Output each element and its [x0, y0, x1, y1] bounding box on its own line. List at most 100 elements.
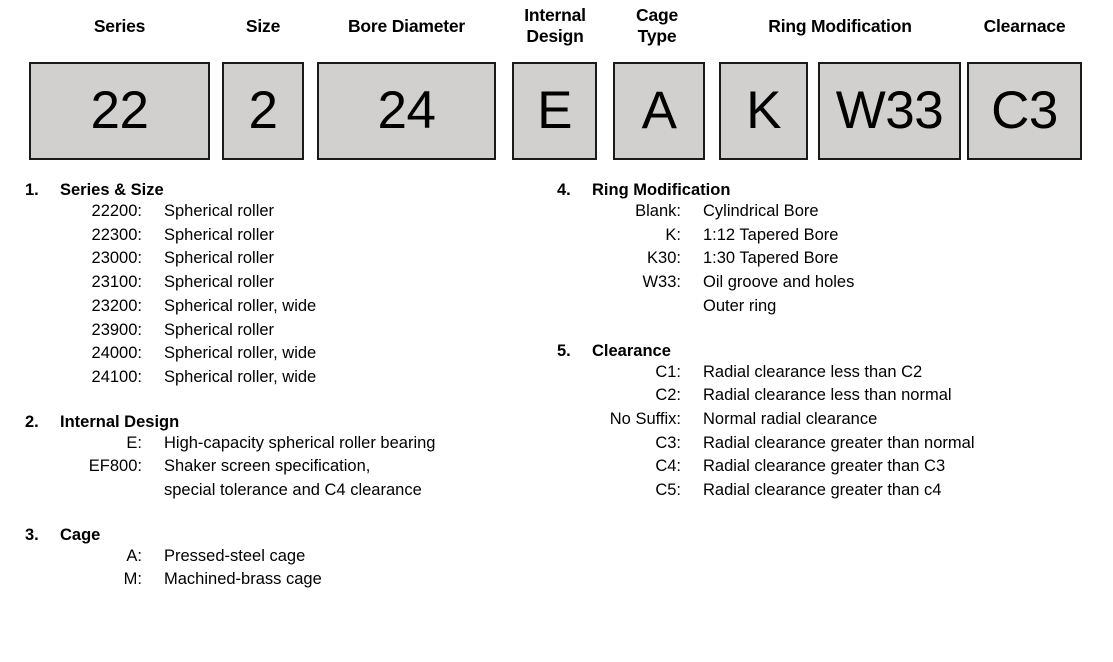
- legend-row-code: 23000:: [91, 249, 142, 268]
- legend-row: E: High-capacity spherical roller bearin…: [25, 432, 545, 456]
- legend-row-code: K:: [665, 225, 681, 244]
- bearing-code-diagram: Series 22 Size 2 Bore Diameter 24 Intern…: [0, 0, 1113, 180]
- segment-box-cage-type: A: [613, 62, 705, 160]
- legend-group-heading: 3. Cage: [25, 525, 545, 545]
- legend-row-desc: Spherical roller: [164, 202, 275, 220]
- segment-label-cage-type-line1: Cage: [636, 5, 678, 25]
- legend-row-code: C2:: [655, 386, 681, 405]
- legend-row-desc: Oil groove and holes: [703, 273, 855, 292]
- legend-row-desc: Spherical roller: [164, 273, 275, 292]
- legend-group-title: Series & Size: [60, 181, 164, 199]
- legend-group-clearance: 5. Clearance C1: Radial clearance less t…: [557, 341, 1097, 503]
- segment-value-size: 2: [248, 80, 278, 140]
- legend-row-code: E:: [126, 433, 142, 452]
- legend-group-heading: 4. Ring Modification: [557, 180, 1097, 200]
- legend-row-desc: Spherical roller: [164, 320, 275, 339]
- segment-box-ring-mod-k: K: [719, 62, 808, 160]
- legend-row: C5: Radial clearance greater than c4: [557, 479, 1097, 503]
- segment-label-series-text: Series: [93, 16, 146, 36]
- legend-row-desc: Radial clearance less than C2: [703, 362, 923, 381]
- segment-value-ring-mod-k: K: [746, 80, 781, 140]
- legend-group-series-and-size: 1. Series & Size 22200: Spherical roller…: [25, 180, 545, 390]
- legend-row: K: 1:12 Tapered Bore: [557, 224, 1097, 248]
- legend-group-ring-modification: 4. Ring Modification Blank: Cylindrical …: [557, 180, 1097, 319]
- legend-row: A: Pressed-steel cage: [25, 545, 545, 569]
- legend-row: 22200: Spherical roller: [25, 200, 545, 224]
- segment-label-internal-design-line2: Design: [526, 26, 584, 46]
- legend-row-code: C1:: [655, 362, 681, 381]
- legend-row-desc: special tolerance and C4 clearance: [164, 481, 422, 500]
- legend-row-desc: 1:30 Tapered Bore: [703, 249, 839, 268]
- segment-label-ring-modification-text: Ring Modification: [768, 16, 912, 36]
- segment-box-size: 2: [222, 62, 304, 160]
- legend-row: No Suffix: Normal radial clearance: [557, 408, 1097, 432]
- legend-row-code: Blank:: [635, 202, 681, 220]
- segment-box-ring-mod-w33: W33: [818, 62, 961, 160]
- legend-group-internal-design: 2. Internal Design E: High-capacity sphe…: [25, 412, 545, 503]
- segment-value-internal-design: E: [537, 80, 572, 140]
- segment-value-clearance: C3: [991, 80, 1058, 140]
- segment-value-series: 22: [90, 80, 149, 140]
- segment-value-bore-diameter: 24: [377, 80, 436, 140]
- legend-group-title: Ring Modification: [592, 181, 731, 199]
- legend-row: C4: Radial clearance greater than C3: [557, 455, 1097, 479]
- legend-row-desc: Shaker screen specification,: [164, 457, 371, 476]
- segment-box-bore-diameter: 24: [317, 62, 496, 160]
- legend-row-desc: 1:12 Tapered Bore: [703, 225, 839, 244]
- legend-group-heading: 1. Series & Size: [25, 180, 545, 200]
- legend-row-desc: Normal radial clearance: [703, 409, 878, 428]
- legend-row-desc: Spherical roller, wide: [164, 367, 317, 386]
- segment-label-bore-diameter-text: Bore Diameter: [347, 16, 466, 36]
- legend-row: C2: Radial clearance less than normal: [557, 384, 1097, 408]
- segment-label-clearance: Clearnace: [967, 16, 1082, 37]
- legend-group-number: 4.: [557, 181, 571, 199]
- legend-row: C1: Radial clearance less than C2: [557, 361, 1097, 385]
- legend-row-code: K30:: [647, 249, 681, 268]
- legend-row: 23000: Spherical roller: [25, 247, 545, 271]
- legend-row-desc: Radial clearance greater than c4: [703, 481, 942, 500]
- legend-group-heading: 5. Clearance: [557, 341, 1097, 361]
- legend-group-number: 3.: [25, 525, 39, 544]
- legend-row-desc: High-capacity spherical roller bearing: [164, 433, 436, 452]
- legend-group-number: 2.: [25, 412, 39, 431]
- legend-row-desc: Machined-brass cage: [164, 570, 322, 589]
- legend-row-code: C5:: [655, 481, 681, 500]
- segment-label-size-text: Size: [245, 16, 281, 36]
- legend-row: Outer ring: [557, 295, 1097, 319]
- legend-row: 24100: Spherical roller, wide: [25, 366, 545, 390]
- segment-value-cage-type: A: [641, 80, 677, 140]
- legend-row-code: 23100:: [91, 273, 142, 292]
- legend-row: 23100: Spherical roller: [25, 271, 545, 295]
- legend-row-desc: Radial clearance greater than C3: [703, 457, 946, 476]
- legend-group-heading: 2. Internal Design: [25, 412, 545, 432]
- legend-row: 24000: Spherical roller, wide: [25, 342, 545, 366]
- legend-group-number: 5.: [557, 341, 571, 360]
- legend-row-desc: Outer ring: [703, 296, 777, 315]
- segment-box-series: 22: [29, 62, 210, 160]
- segment-label-ring-modification: Ring Modification: [719, 16, 961, 37]
- legend-row-desc: Radial clearance greater than normal: [703, 433, 975, 452]
- legend-row-code: C3:: [655, 433, 681, 452]
- segment-label-size: Size: [222, 16, 304, 37]
- legend-row-desc: Cylindrical Bore: [703, 202, 819, 220]
- legend-row-code: C4:: [655, 457, 681, 476]
- legend: 1. Series & Size 22200: Spherical roller…: [0, 180, 1113, 662]
- legend-row-desc: Spherical roller: [164, 249, 275, 268]
- legend-spacer: [557, 319, 1097, 341]
- legend-row-code: 24100:: [91, 367, 142, 386]
- legend-column-right: 4. Ring Modification Blank: Cylindrical …: [557, 180, 1097, 503]
- legend-row: C3: Radial clearance greater than normal: [557, 432, 1097, 456]
- segment-label-internal-design-line1: Internal: [524, 5, 586, 25]
- legend-spacer: [25, 503, 545, 525]
- legend-row: 23900: Spherical roller: [25, 319, 545, 343]
- segment-label-cage-type: Cage Type: [608, 5, 706, 47]
- legend-row-code: 23900:: [91, 320, 142, 339]
- legend-row: Blank: Cylindrical Bore: [557, 200, 1097, 224]
- legend-row: W33: Oil groove and holes: [557, 271, 1097, 295]
- legend-column-left: 1. Series & Size 22200: Spherical roller…: [25, 180, 545, 592]
- legend-row: 23200: Spherical roller, wide: [25, 295, 545, 319]
- legend-group-number: 1.: [25, 181, 39, 199]
- segment-box-clearance: C3: [967, 62, 1082, 160]
- legend-row: M: Machined-brass cage: [25, 568, 545, 592]
- legend-row-desc: Pressed-steel cage: [164, 546, 306, 565]
